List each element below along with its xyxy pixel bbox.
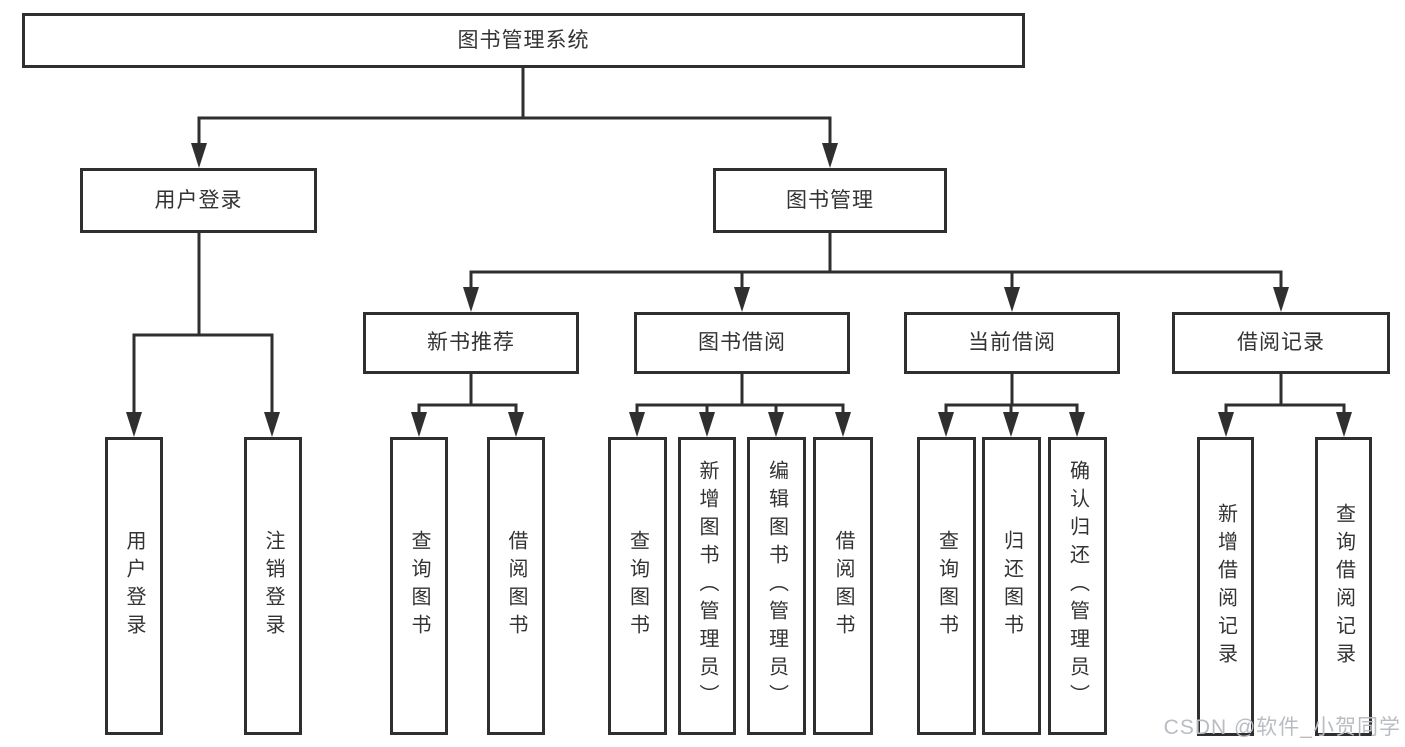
leaf-newbook-borrow-book: 借阅图书	[487, 437, 545, 735]
node-current-borrow: 当前借阅	[904, 312, 1120, 374]
csdn-watermark: CSDN @软件_小贺同学	[1163, 716, 1401, 739]
leaf-record-query-borrow-record: 查询借阅记录	[1315, 437, 1372, 736]
leaf-user-login: 用户登录	[105, 437, 163, 735]
node-user-login: 用户登录	[80, 168, 317, 233]
node-book-management: 图书管理	[713, 168, 947, 233]
leaf-logout-login: 注销登录	[244, 437, 302, 735]
node-borrow-record: 借阅记录	[1172, 312, 1390, 374]
leaf-record-add-borrow-record: 新增借阅记录	[1197, 437, 1254, 736]
leaf-newbook-query-book: 查询图书	[390, 437, 448, 735]
leaf-borrow-edit-book-admin: 编辑图书（管理员）	[747, 437, 806, 735]
leaf-current-query-book: 查询图书	[917, 437, 976, 735]
leaf-current-confirm-return-admin: 确认归还（管理员）	[1048, 437, 1107, 735]
node-root: 图书管理系统	[22, 13, 1025, 68]
leaf-current-return-book: 归还图书	[982, 437, 1041, 735]
leaf-borrow-borrow-book: 借阅图书	[813, 437, 873, 735]
node-new-book-recommend: 新书推荐	[363, 312, 579, 374]
leaf-borrow-query-book: 查询图书	[608, 437, 667, 735]
leaf-borrow-add-book-admin: 新增图书（管理员）	[678, 437, 736, 735]
node-book-borrow: 图书借阅	[634, 312, 850, 374]
